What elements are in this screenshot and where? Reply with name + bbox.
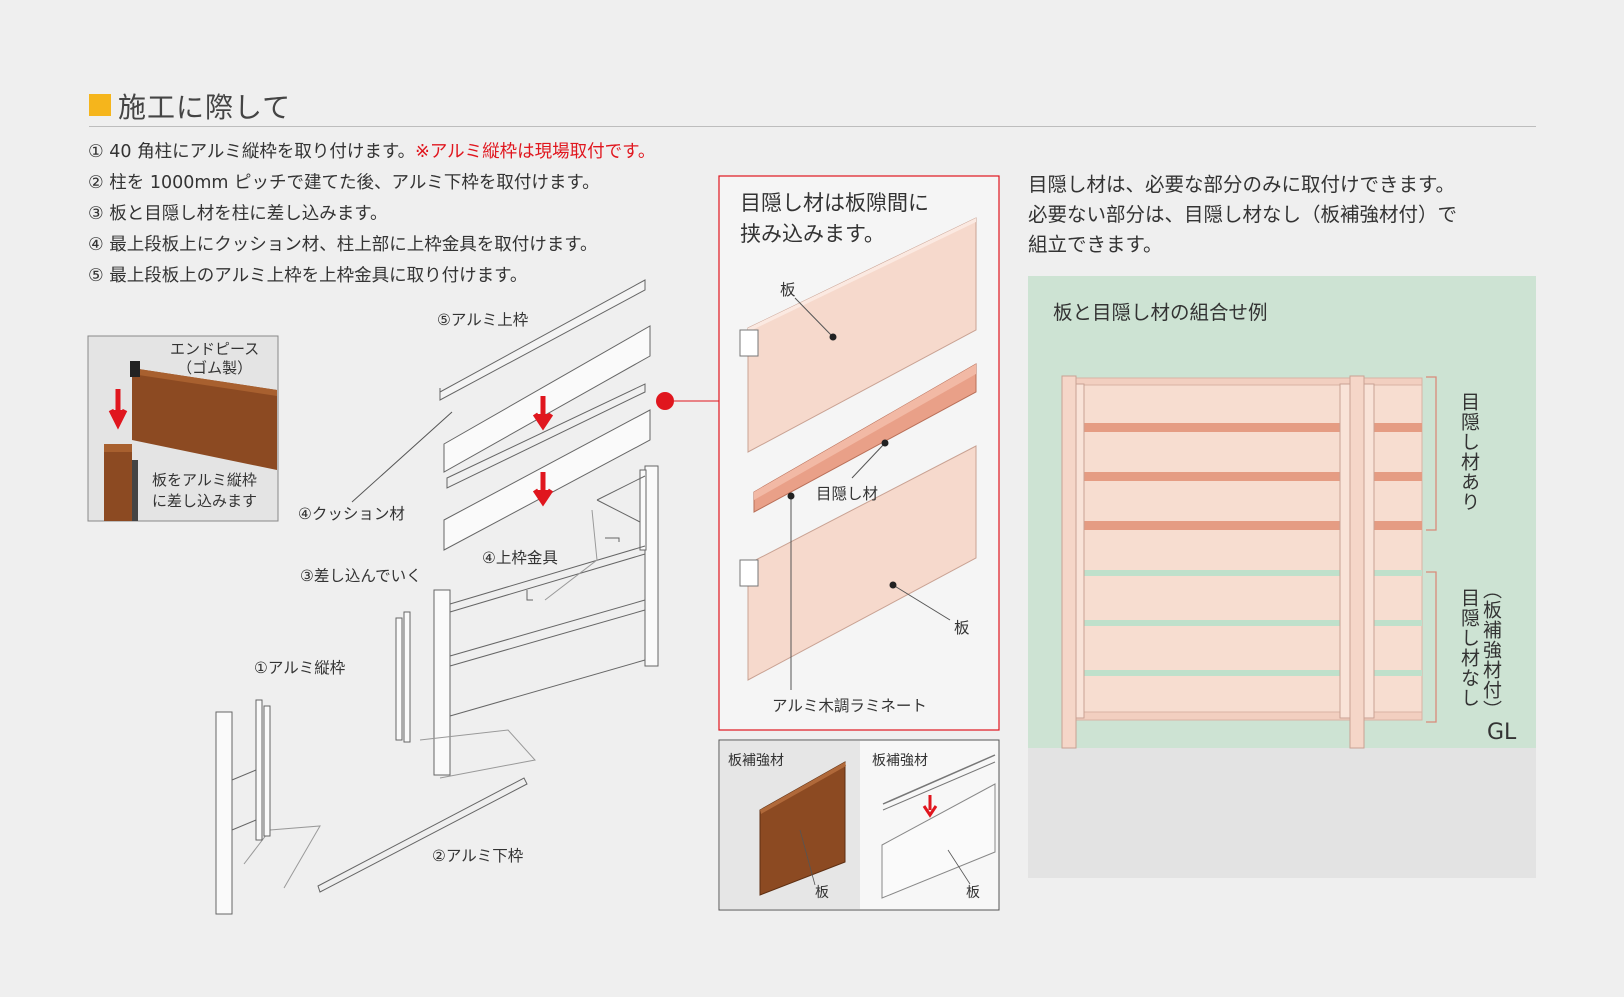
example-post-left <box>1061 375 1077 749</box>
reinforce-board-left: 板 <box>815 885 829 901</box>
step-1-note: ※アルミ縦枠は現場取付です。 <box>415 142 656 162</box>
reinforce-label-right: 板補強材 <box>872 753 928 769</box>
label-insert: ③差し込んでいく <box>300 567 422 585</box>
label-bottom-frame: ②アルミ下枠 <box>432 847 524 865</box>
screen-strip <box>1075 472 1422 481</box>
endpiece-note-line2: に差し込みます <box>152 492 258 510</box>
exploded-assembly <box>215 279 659 915</box>
endpiece-label: エンドピース （ゴム製） <box>170 340 259 378</box>
callout-board-bottom <box>747 445 977 681</box>
step-5: ⑤ 最上段板上のアルミ上枠を上枠金具に取り付けます。 <box>88 266 528 286</box>
gap-strip <box>1075 670 1422 676</box>
screen-callout-box <box>656 175 1000 731</box>
gap-strip <box>1075 620 1422 626</box>
screen-strip <box>1075 423 1422 432</box>
endpiece-label-line1: エンドピース <box>170 340 260 358</box>
callout-label-board-top: 板 <box>780 281 796 299</box>
label-with-screen: 目隠し材あり <box>1458 392 1480 512</box>
step-2: ② 柱を 1000mm ピッチで建てた後、アルミ下枠を取付けます。 <box>88 173 600 193</box>
endpiece-photo <box>87 335 279 522</box>
reinforce-label-left: 板補強材 <box>728 753 784 769</box>
gap-strip <box>1075 570 1422 576</box>
callout-label-laminate: アルミ木調ラミネート <box>772 697 927 715</box>
endpiece-note: 板をアルミ縦枠 に差し込みます <box>152 470 257 512</box>
step-1-text: ① 40 角柱にアルミ縦枠を取り付けます。 <box>88 142 416 162</box>
combination-example-panel <box>1028 276 1536 878</box>
title-divider <box>89 126 1536 127</box>
step-4: ④ 最上段板上にクッション材、柱上部に上枠金具を取付けます。 <box>88 235 598 255</box>
side-note-line2: 必要ない部分は、目隠し材なし（板補強材付）で <box>1028 203 1458 226</box>
callout-label-screen: 目隠し材 <box>816 485 879 503</box>
callout-title-line2: 挟み込みます。 <box>740 222 885 246</box>
callout-label-board-bottom: 板 <box>954 619 970 637</box>
side-note-line1: 目隠し材は、必要な部分のみに取付けできます。 <box>1028 173 1456 196</box>
endpiece-label-line2: （ゴム製） <box>177 359 253 377</box>
reinforce-board-right: 板 <box>966 885 980 901</box>
label-cushion: ④クッション材 <box>298 505 405 523</box>
side-note: 目隠し材は、必要な部分のみに取付けできます。 必要ない部分は、目隠し材なし（板補… <box>1028 170 1457 260</box>
screen-strip <box>1075 521 1422 530</box>
section-marker-square <box>89 94 111 116</box>
step-3: ③ 板と目隠し材を柱に差し込みます。 <box>88 204 388 224</box>
label-reinforced: （板補強材付） <box>1480 580 1502 720</box>
example-title: 板と目隠し材の組合せ例 <box>1053 301 1268 324</box>
endpiece-post <box>104 444 132 521</box>
side-note-line3: 組立できます。 <box>1028 233 1163 256</box>
page-title: 施工に際して <box>118 91 292 124</box>
endpiece-arrow <box>108 389 128 430</box>
reinforce-box <box>718 739 1000 911</box>
ground-level-label: GL <box>1487 720 1517 745</box>
endpiece-board <box>132 368 277 470</box>
step-1: ① 40 角柱にアルミ縦枠を取り付けます。※アルミ縦枠は現場取付です。 <box>88 138 655 163</box>
callout-dot <box>656 392 674 410</box>
label-top-frame: ⑤アルミ上枠 <box>437 311 529 329</box>
endpiece-note-line1: 板をアルミ縦枠 <box>152 471 257 489</box>
label-top-bracket: ④上枠金具 <box>482 549 558 567</box>
label-without-screen: 目隠し材なし <box>1458 588 1480 708</box>
label-vertical-frame: ①アルミ縦枠 <box>254 659 346 677</box>
example-post-middle <box>1349 375 1365 749</box>
callout-title-line1: 目隠し材は板隙間に <box>740 191 929 215</box>
callout-title: 目隠し材は板隙間に 挟み込みます。 <box>740 188 929 250</box>
